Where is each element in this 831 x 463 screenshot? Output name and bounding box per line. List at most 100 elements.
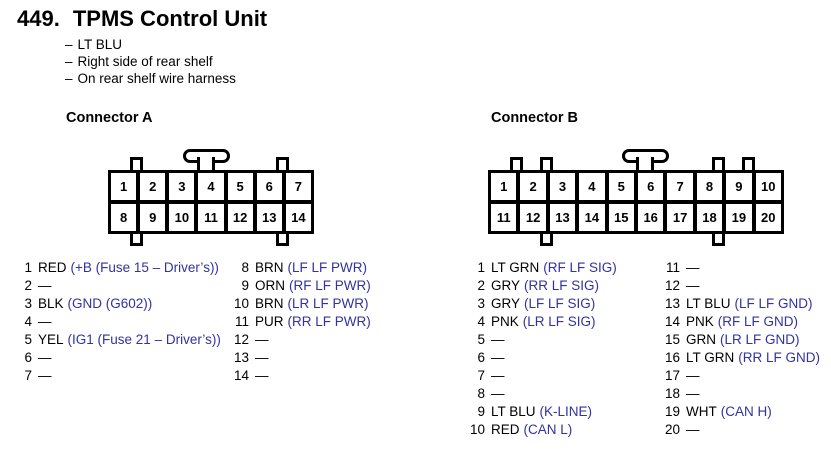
- wire-color: —: [38, 350, 52, 365]
- section-title: TPMS Control Unit: [72, 6, 268, 31]
- wire-color: —: [491, 350, 505, 365]
- signal-label: (RR LF SIG): [524, 278, 600, 293]
- pin-cell: 18: [694, 202, 725, 233]
- pin-cell: 20: [753, 202, 783, 233]
- latch-tab-top: [130, 157, 143, 170]
- pin-row: 7—: [17, 367, 221, 385]
- pin-cell: 13: [547, 202, 578, 233]
- pin-number: 12: [665, 278, 681, 293]
- note-text: On rear shelf wire harness: [77, 71, 236, 86]
- wire-color: —: [686, 386, 700, 401]
- bullet-dash: –: [65, 71, 73, 86]
- wire-color: BRN: [255, 260, 284, 275]
- signal-label: (LR LF PWR): [287, 296, 369, 311]
- wire-color: PNK: [491, 314, 519, 329]
- pin-cell: 6: [254, 171, 284, 202]
- pin-number: 14: [665, 314, 681, 329]
- note-item: –LT BLU: [65, 36, 236, 53]
- pin-row: 18 —: [665, 385, 820, 403]
- pin-cell: 9: [138, 202, 168, 233]
- wire-color: LT GRN: [491, 260, 540, 275]
- wire-color: RED: [491, 422, 520, 437]
- wire-color: ORN: [255, 278, 285, 293]
- wire-color: —: [686, 368, 700, 383]
- latch-tab-bottom: [130, 234, 143, 246]
- latch-tab-bottom: [540, 234, 553, 246]
- pin-number: 9: [241, 278, 249, 293]
- wire-color: BRN: [255, 296, 284, 311]
- pin-row: 7—: [470, 367, 617, 385]
- pin-cell: 15: [606, 202, 636, 233]
- pin-cell: 5: [606, 171, 636, 202]
- pin-number: 20: [665, 422, 681, 437]
- latch-tab-top: [712, 157, 725, 170]
- pin-number: 12: [234, 332, 250, 347]
- wire-color: —: [38, 314, 52, 329]
- pin-number: 11: [234, 314, 249, 329]
- pin-number: 11: [665, 260, 680, 275]
- pin-number: 6: [477, 350, 485, 365]
- signal-label: (LF LF GND): [734, 296, 813, 311]
- pin-number: 19: [665, 404, 681, 419]
- pin-number: 3: [24, 296, 32, 311]
- pin-number: 8: [241, 260, 249, 275]
- pin-row: 6—: [470, 349, 617, 367]
- latch-tab-top: [510, 157, 523, 170]
- lock-clip-stem: [197, 157, 215, 170]
- pin-number: 4: [477, 314, 485, 329]
- pin-number: 18: [665, 386, 681, 401]
- pin-cell: 13: [254, 202, 284, 233]
- pin-row: 12—: [665, 277, 820, 295]
- pin-cell: 19: [724, 202, 754, 233]
- section-number: 449.: [17, 6, 60, 31]
- pin-cell: 4: [577, 171, 607, 202]
- note-item: –Right side of rear shelf: [65, 53, 236, 70]
- pin-number: 13: [234, 350, 250, 365]
- wire-color: RED: [38, 260, 67, 275]
- pin-cell: 1: [109, 171, 139, 202]
- pin-number: 1: [24, 260, 32, 275]
- signal-label: (IG1 (Fuse 21 – Driver’s)): [67, 332, 221, 347]
- pin-row: 4—: [17, 313, 221, 331]
- wire-color: —: [38, 278, 52, 293]
- pin-number: 17: [665, 368, 681, 383]
- pin-number: 5: [24, 332, 32, 347]
- pin-cell: 7: [283, 171, 313, 202]
- pin-row: 6—: [17, 349, 221, 367]
- pin-cell: 10: [167, 202, 197, 233]
- signal-label: (RR LF GND): [738, 350, 821, 365]
- pin-row: 17 —: [665, 367, 820, 385]
- pin-number: 6: [24, 350, 32, 365]
- signal-label: (RF LF SIG): [543, 260, 617, 275]
- pin-number: 7: [477, 368, 485, 383]
- signal-label: (RF LF PWR): [289, 278, 371, 293]
- note-item: –On rear shelf wire harness: [65, 70, 236, 87]
- signal-label: (LF LF SIG): [524, 296, 596, 311]
- pin-cell: 5: [225, 171, 255, 202]
- pin-cell: 3: [167, 171, 197, 202]
- note-text: LT BLU: [77, 37, 123, 52]
- pin-row: 5 YEL(IG1 (Fuse 21 – Driver’s)): [17, 331, 221, 349]
- pin-cell: 8: [109, 202, 139, 233]
- wire-color: LT BLU: [491, 404, 536, 419]
- pin-cell: 2: [138, 171, 168, 202]
- wire-color: PNK: [686, 314, 714, 329]
- signal-label: (+B (Fuse 15 – Driver’s)): [70, 260, 219, 275]
- wire-color: LT BLU: [686, 296, 731, 311]
- connector-b-diagram: 1 2 3 4 5 6 7 8 9 10 11 12: [488, 148, 784, 248]
- wire-color: YEL: [38, 332, 64, 347]
- wire-color: GRY: [491, 278, 521, 293]
- latch-tab-bottom: [276, 234, 289, 246]
- latch-tab-top: [276, 157, 289, 170]
